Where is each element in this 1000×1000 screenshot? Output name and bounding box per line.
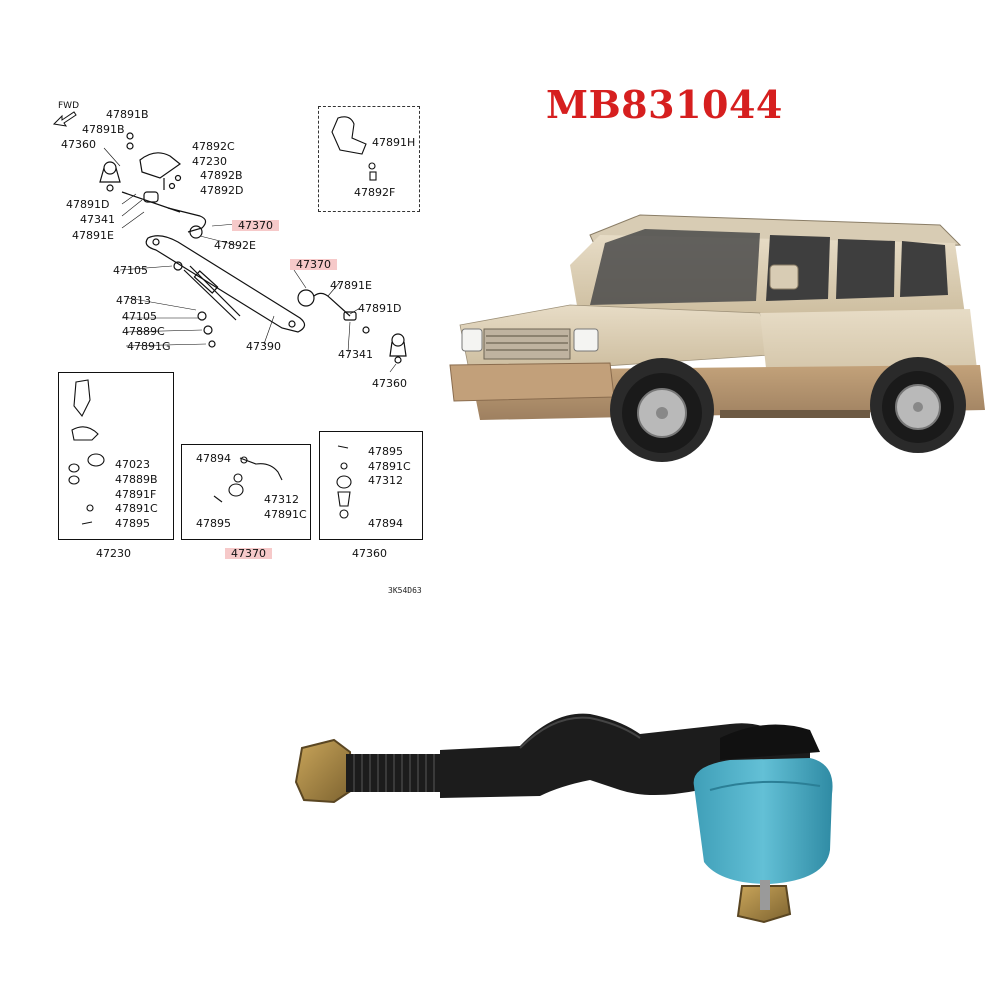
fwd-label: FWD (58, 101, 80, 111)
steering-linkage-drawing (99, 132, 407, 373)
tie-rod-end-product-image (294, 713, 833, 924)
exploded-box-idler-arm (58, 372, 174, 540)
part-label: 47023 (115, 458, 150, 471)
part-label: 47894 (196, 452, 231, 465)
part-label: 47891G (127, 340, 171, 353)
part-label: 47891F (115, 488, 157, 501)
box-caption: 47360 (352, 547, 387, 560)
part-label: 47312 (264, 493, 299, 506)
idler-bracket-drawing (331, 116, 377, 181)
part-label-highlighted: 47370 (290, 259, 337, 270)
exploded-box-ball-joint (319, 431, 423, 540)
part-label: 47892E (214, 239, 256, 252)
part-label: 47889B (115, 473, 158, 486)
part-label: 47891B (106, 108, 149, 121)
part-label: 47390 (246, 340, 281, 353)
part-label: 47889C (122, 325, 165, 338)
part-label: 47312 (368, 474, 403, 487)
part-label: 47895 (196, 517, 231, 530)
part-label: 47892C (192, 140, 235, 153)
part-label: 47892F (354, 186, 396, 199)
part-label: 47105 (122, 310, 157, 323)
part-label: 47892D (200, 184, 244, 197)
part-label: 47891H (372, 136, 416, 149)
exploded-box-tie-rod-end (181, 444, 311, 540)
idler-arm-exploded-drawing (68, 379, 105, 525)
part-label: 47891C (264, 508, 307, 521)
part-label: 47895 (115, 517, 150, 530)
part-label: 47891E (330, 279, 372, 292)
part-label: 47891C (368, 460, 411, 473)
box-caption: 47230 (96, 547, 131, 560)
part-number-title: MB831044 (546, 82, 783, 127)
part-label: 47891C (115, 502, 158, 515)
part-label: 47813 (116, 294, 151, 307)
tie-rod-end-exploded-drawing (213, 456, 283, 503)
part-label: 47891E (72, 229, 114, 242)
part-label: 47341 (80, 213, 115, 226)
box-caption-highlighted: 47370 (225, 548, 272, 559)
part-label: 47892B (200, 169, 243, 182)
part-label: 47894 (368, 517, 403, 530)
part-label: 47360 (372, 377, 407, 390)
drawing-code: 3K54D63 (388, 586, 422, 595)
ball-joint-exploded-drawing (336, 445, 352, 519)
part-label-highlighted: 47370 (232, 220, 279, 231)
part-label: 47891B (82, 123, 125, 136)
part-label: 47341 (338, 348, 373, 361)
suv-vehicle-image (449, 214, 985, 462)
part-label: 47230 (192, 155, 227, 168)
part-label: 47105 (113, 264, 148, 277)
part-label: 47360 (61, 138, 96, 151)
part-label: 47891D (66, 198, 110, 211)
inset-idler-bracket (318, 106, 420, 212)
part-label: 47895 (368, 445, 403, 458)
part-label: 47891D (358, 302, 402, 315)
fwd-arrow-icon (52, 111, 77, 127)
